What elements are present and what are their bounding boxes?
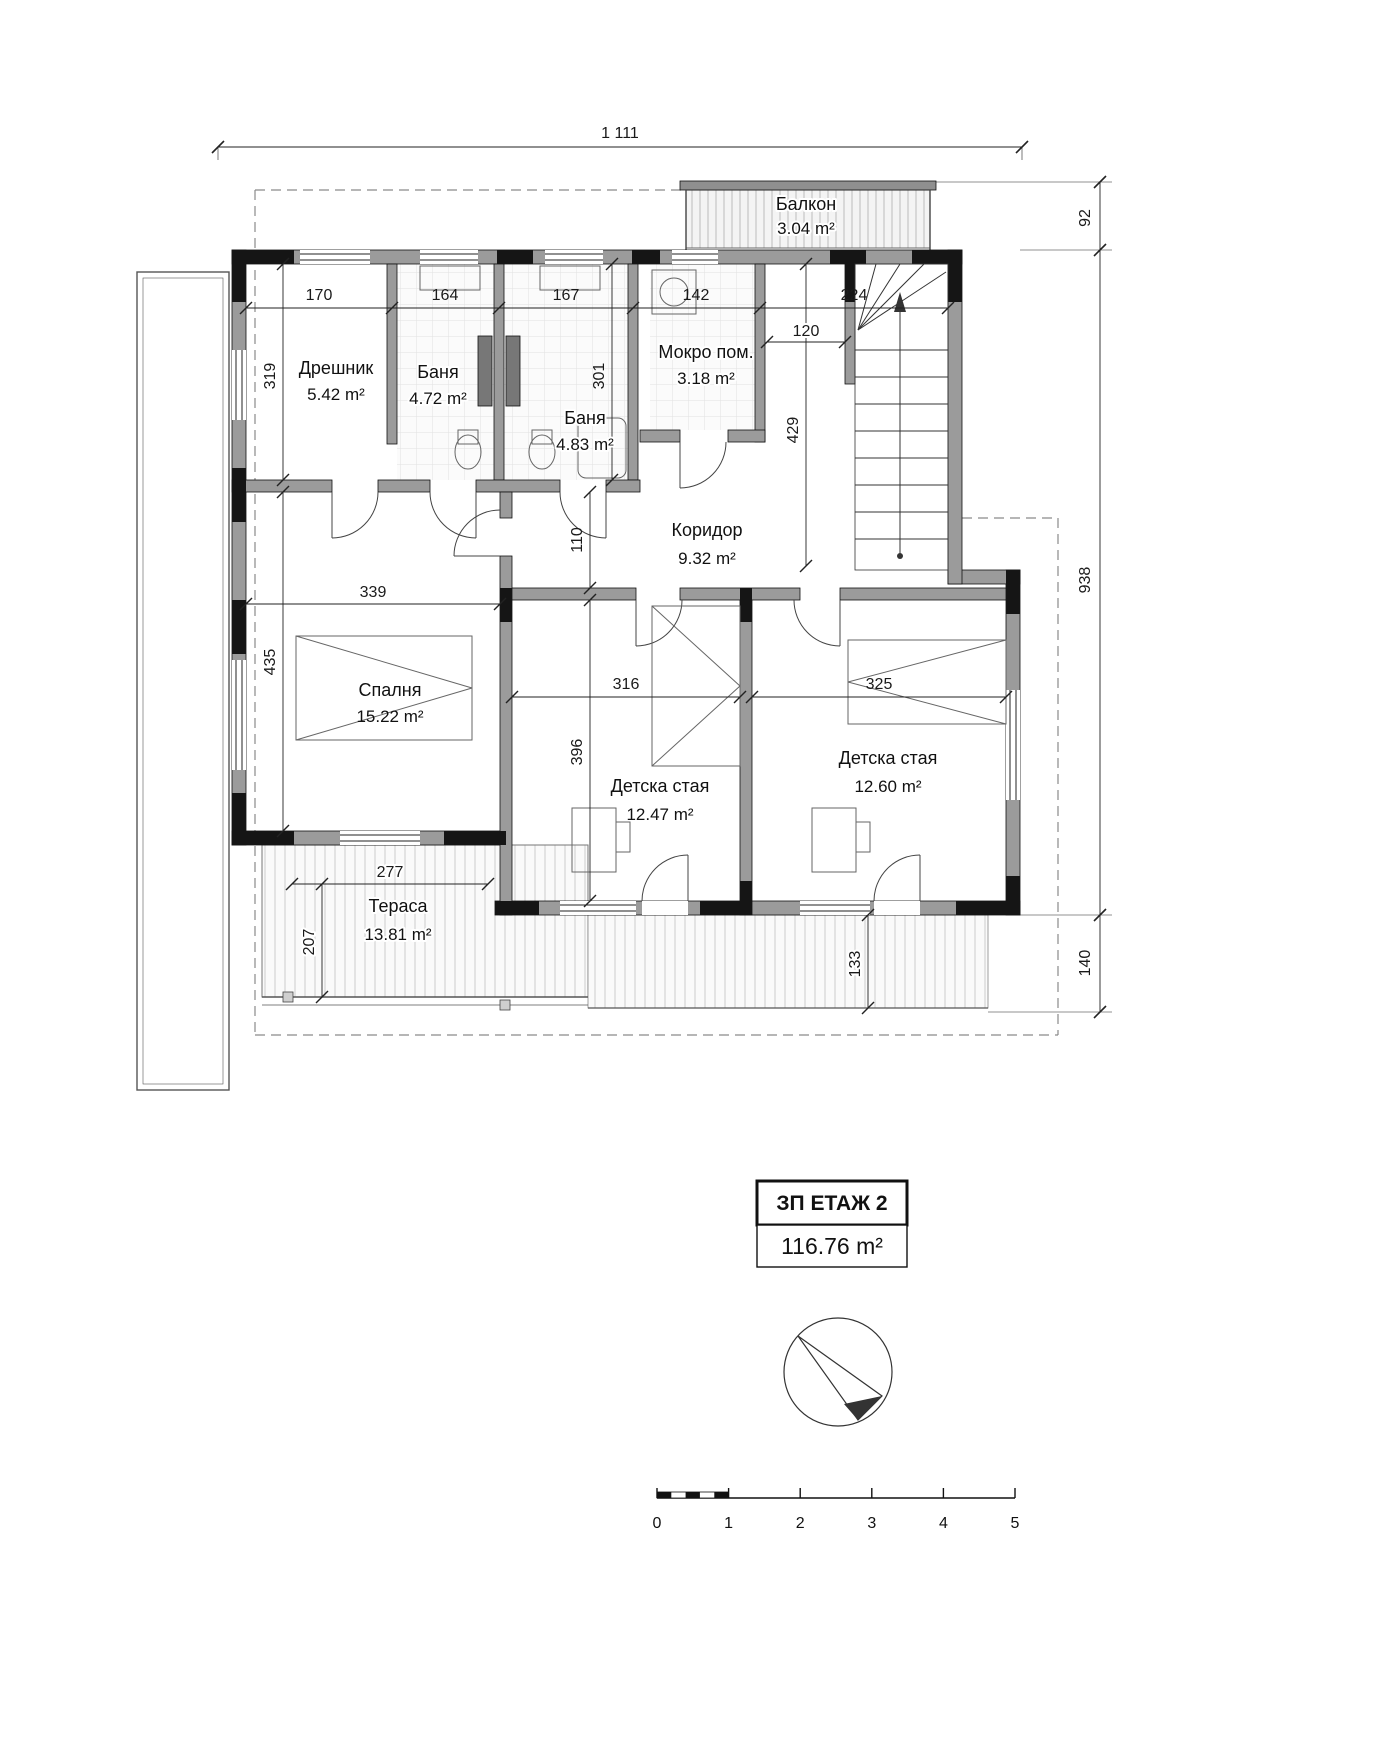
room-label-spalnya: Спалня <box>359 680 422 700</box>
roof-projection-outline <box>254 189 1059 1036</box>
dim-142: 142 <box>683 287 710 304</box>
dim-overall-top: 1 111 <box>601 125 639 142</box>
room-label-detska1: Детска стая <box>611 776 710 796</box>
windows <box>232 250 1020 915</box>
dim-435: 435 <box>262 649 279 676</box>
title-total-area: 116.76 m² <box>781 1233 883 1259</box>
room-area-terasa: 13.81 m² <box>364 925 431 944</box>
furniture <box>295 265 1007 873</box>
scale-bar: 0 1 2 3 4 5 <box>653 1488 1020 1532</box>
dim-right-140: 140 <box>1077 950 1094 977</box>
dim-170: 170 <box>306 287 333 304</box>
room-area-banya2: 4.83 m² <box>556 435 614 454</box>
room-area-spalnya: 15.22 m² <box>356 707 423 726</box>
room-label-banya2: Баня <box>564 408 606 428</box>
room-labels: Балкон 3.04 m² Дрешник 5.42 m² Баня 4.72… <box>299 192 938 946</box>
dim-133: 133 <box>847 951 864 978</box>
scale-label-3: 3 <box>867 1515 876 1532</box>
dimension-lines <box>211 140 1112 1019</box>
scale-label-5: 5 <box>1011 1515 1020 1532</box>
dim-325: 325 <box>866 676 893 693</box>
room-label-terasa: Тераса <box>368 896 428 916</box>
room-label-balkon: Балкон <box>776 194 836 214</box>
room-label-banya1: Баня <box>417 362 459 382</box>
dim-207: 207 <box>301 929 318 956</box>
scale-label-2: 2 <box>796 1515 805 1532</box>
dim-301: 301 <box>591 363 608 390</box>
structural-columns <box>232 250 1020 915</box>
room-area-koridor: 9.32 m² <box>678 549 736 568</box>
room-label-mokro: Мокро пом. <box>658 342 753 362</box>
dim-120: 120 <box>793 323 820 340</box>
room-label-detska2: Детска стая <box>839 748 938 768</box>
dim-316: 316 <box>613 676 640 693</box>
dim-167: 167 <box>553 287 580 304</box>
dim-right-92: 92 <box>1077 209 1094 227</box>
title-floor-label: ЗП ЕТАЖ 2 <box>776 1192 887 1215</box>
interior-walls <box>231 263 1007 916</box>
doors <box>331 441 921 902</box>
room-area-mokro: 3.18 m² <box>677 369 735 388</box>
dim-429: 429 <box>785 417 802 444</box>
dim-396: 396 <box>569 739 586 766</box>
dim-110: 110 <box>569 527 586 553</box>
room-area-balkon: 3.04 m² <box>777 219 835 238</box>
room-area-banya1: 4.72 m² <box>409 389 467 408</box>
dim-277: 277 <box>377 864 404 881</box>
room-label-dreshnik: Дрешник <box>299 358 374 378</box>
balcony <box>679 180 937 250</box>
dim-339: 339 <box>360 584 387 601</box>
title-block: ЗП ЕТАЖ 2 116.76 m² <box>755 1179 909 1268</box>
north-arrow-icon <box>783 1317 893 1427</box>
adjacent-roof-outline <box>136 271 230 1091</box>
scale-label-1: 1 <box>724 1515 733 1532</box>
dim-right-938: 938 <box>1077 567 1094 594</box>
room-label-koridor: Коридор <box>671 520 742 540</box>
dim-319: 319 <box>262 363 279 390</box>
staircase <box>854 263 949 571</box>
scale-label-4: 4 <box>939 1515 948 1532</box>
room-area-dreshnik: 5.42 m² <box>307 385 365 404</box>
dim-224: 224 <box>841 287 868 304</box>
dim-164: 164 <box>432 287 459 304</box>
terrace <box>261 844 989 1011</box>
room-area-detska2: 12.60 m² <box>854 777 921 796</box>
dimension-labels: 1 111 92 938 140 170 164 167 142 224 319… <box>262 125 1094 979</box>
room-area-detska1: 12.47 m² <box>626 805 693 824</box>
scale-label-0: 0 <box>653 1515 662 1532</box>
